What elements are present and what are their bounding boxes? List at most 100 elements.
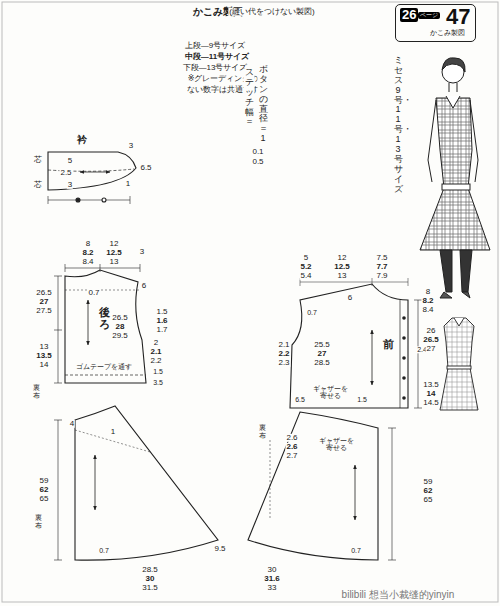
header-text: 47 (446, 5, 470, 29)
dimension-label: 12.5 (333, 263, 351, 271)
dimension-label: 5 (303, 254, 309, 262)
dimension-label: 0.7 (350, 547, 362, 554)
dimension-label: 0.7 (87, 289, 100, 297)
dimension-label: 8 (425, 288, 431, 296)
dimension-label: 30 (267, 566, 278, 574)
dimension-label: 8.4 (81, 258, 94, 266)
dimension-label: 13 (337, 272, 348, 280)
vertical-note: ステッチ幅＝ (244, 68, 255, 127)
dimension-label: 8.2 (81, 249, 94, 257)
dimension-label: 6.5 (139, 164, 152, 172)
dimension-label: 14.5 (422, 399, 440, 407)
dimension-label: 31.6 (263, 575, 281, 583)
dimension-label: 1 (110, 428, 116, 436)
header-text: ページ (418, 12, 440, 19)
vertical-note: ボタンの直径＝1 (258, 65, 269, 144)
dimension-label: 13 (39, 343, 50, 351)
dimension-label: 14 (39, 361, 50, 369)
dimension-label: 28.5 (313, 359, 331, 367)
dimension-label: (縫い代をつけない製図) (228, 8, 315, 16)
dimension-label: 1.5 (155, 308, 168, 316)
page-number-box: 26ページ47かこみ製図 (395, 4, 476, 42)
dimension-label: 26.5 (111, 314, 129, 322)
dimension-label: 31.5 (141, 584, 159, 592)
dimension-label: 1.7 (155, 326, 168, 334)
dimension-label: 2.5 (59, 169, 72, 177)
vertical-note: 裏布 (32, 384, 41, 399)
header-text: 26 (400, 8, 418, 22)
dimension-label: 1.5 (152, 368, 164, 375)
collar-piece (48, 152, 136, 190)
dimension-label: 中段―11号サイズ (184, 53, 250, 61)
dimension-label: 8.4 (421, 306, 434, 314)
dimension-label: 0.5 (251, 158, 264, 166)
dimension-label: 0.7 (306, 309, 318, 316)
back-skirt-piece (75, 406, 218, 560)
dimension-label: 前 (382, 339, 395, 351)
dimension-label: 27 (317, 350, 328, 358)
dimension-label: 2.3 (277, 359, 290, 367)
dimension-label: 9.5 (213, 545, 226, 553)
dimension-label: 芯 (33, 156, 43, 164)
dimension-label: 7.7 (375, 263, 388, 271)
dimension-label: ギャザーを 寄せる (308, 385, 352, 400)
front-bodice-piece (290, 284, 408, 408)
dimension-label: 27.5 (35, 307, 53, 315)
dimension-label: 3.5 (152, 379, 164, 386)
dimension-label: 13.5 (35, 352, 53, 360)
dimension-label: 7.9 (375, 272, 388, 280)
dimension-label: 33 (267, 584, 278, 592)
dimension-label: 65 (39, 495, 50, 503)
dimension-label: 13 (109, 258, 120, 266)
dimension-label: 芯 (33, 181, 43, 189)
dimension-label: 30 (145, 575, 156, 583)
dimension-label: 2.2 (277, 350, 290, 358)
dimension-label: ゴムテープを通す (75, 363, 133, 370)
vertical-note: 後ろ (98, 306, 111, 330)
dimension-label: 26.5 (35, 289, 53, 297)
dimension-label: 14 (426, 390, 437, 398)
back-bodice-piece (65, 270, 146, 383)
front-skirt-piece (248, 412, 378, 560)
dimension-label: 25.5 (313, 341, 331, 349)
dimension-label: 62 (39, 486, 50, 494)
model-sketch (420, 58, 490, 298)
dimension-label: 8 (85, 240, 91, 248)
dimension-label: 28 (115, 323, 126, 331)
dimension-label: 0.7 (98, 547, 110, 554)
dimension-label: 26.5 (422, 336, 440, 344)
dimension-label: 27 (39, 298, 50, 306)
dimension-label: 29.5 (111, 332, 129, 340)
vertical-note: 裏布 (34, 514, 43, 529)
dimension-label: 2 (153, 339, 159, 347)
dimension-label: 2.2 (149, 357, 162, 365)
dimension-label: 3 (128, 142, 134, 150)
dimension-label: 12.5 (105, 249, 123, 257)
dimension-label: 2.1 (277, 341, 290, 349)
watermark: bilibili 想当小裁缝的yinyin (341, 590, 456, 601)
dimension-label: 上段―9号サイズ (184, 42, 246, 50)
dimension-label: 62 (423, 487, 434, 495)
dimension-label: 26 (426, 327, 437, 335)
dimension-label: 1 (125, 180, 131, 188)
dimension-label: 1.5 (356, 396, 368, 403)
dimension-label: 5 (67, 157, 73, 165)
dimension-label: 65 (423, 496, 434, 504)
dimension-label: 衿 (76, 135, 88, 146)
dimension-label: 5.4 (299, 272, 312, 280)
dimension-label: 27 (426, 345, 437, 353)
dimension-label: 2.7 (285, 452, 298, 460)
dimension-label: 3 (139, 248, 145, 256)
dimension-label: 2.6 (285, 443, 298, 451)
vertical-note: ミセス9号・11号・13号サイズ (393, 56, 404, 194)
dimension-label: 7.5 (375, 254, 388, 262)
dimension-label: 13.5 (422, 381, 440, 389)
dimension-label: 6.5 (294, 396, 306, 403)
dimension-label: ギャザーを 寄せる (314, 437, 358, 452)
dimension-label: 下段―13号サイズ (182, 64, 249, 72)
dimension-label: 12 (109, 240, 120, 248)
dimension-label: 6 (347, 294, 353, 302)
dimension-label: 5.2 (299, 263, 312, 271)
dimension-label: 0.1 (251, 148, 264, 156)
